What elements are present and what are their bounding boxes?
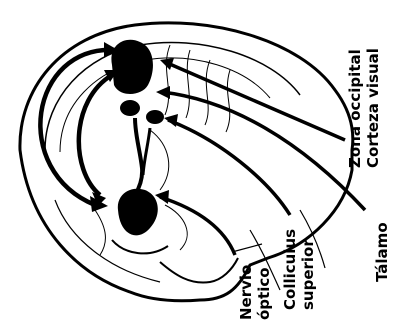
label-colliculus: Colliculus [282,229,298,310]
pointer-colliculus-head [164,114,178,127]
visual-cortex-shape [111,40,153,94]
label-talamo: Tálamo [374,222,390,282]
label-nervio: Nervio [238,265,254,320]
pointer-colliculus [168,120,290,215]
optic-chiasm [143,128,150,175]
pathway-arrow-inner [79,75,112,195]
pointer-talamo-head [156,86,170,99]
neck-line-2 [232,244,262,252]
eye-globe [118,189,158,236]
label-superior: superior [300,239,316,310]
thalamus-shape-2 [146,110,164,124]
pointer-zona-occipital [165,62,345,140]
thalamus-shape [120,100,140,116]
eye-lid [112,240,168,253]
pointer-nervio [160,197,235,255]
pointer-talamo [162,92,365,210]
face-profile [160,258,238,283]
skull-contour-2 [60,58,270,152]
label-zona-occipital: Zona occipital [347,49,363,168]
label-corteza-visual: Corteza visual [365,48,381,168]
label-optico: óptico [256,267,272,320]
pointer-nervio-head [155,190,169,204]
pointer-zona-occipital-head [160,58,174,70]
optic-tract [135,118,142,195]
